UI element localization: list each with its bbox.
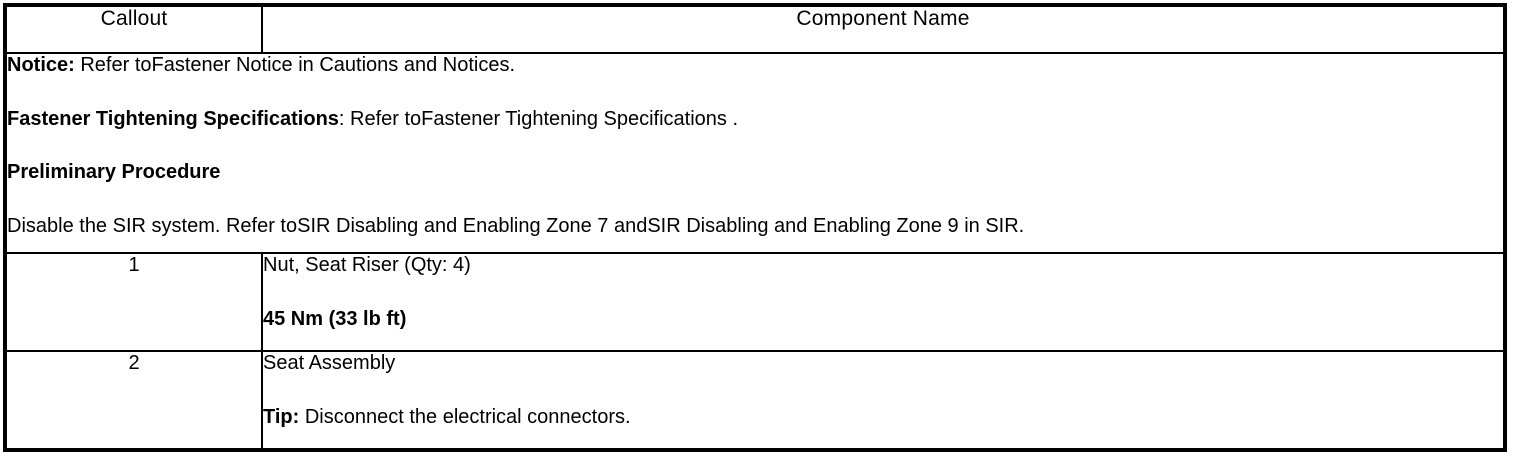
preliminary-procedure-text: Disable the SIR system. Refer toSIR Disa… (7, 214, 1025, 237)
callout-number-2: 2 (4, 350, 263, 451)
column-header-callout: Callout (4, 4, 263, 54)
tip-text: Disconnect the electrical connectors. (299, 405, 631, 428)
tip-label: Tip: (263, 405, 300, 428)
notice-block-cell: Notice: Refer toFastener Notice in Cauti… (4, 52, 1506, 254)
table-row: 2 Seat Assembly Tip: Disconnect the elec… (4, 350, 1506, 451)
torque-spec-1: 45 Nm (33 lb ft) (263, 307, 407, 330)
component-name-2: Seat Assembly (263, 352, 396, 374)
notice-line: Notice: Refer toFastener Notice in Cauti… (7, 54, 1503, 78)
preliminary-procedure-heading: Preliminary Procedure (7, 161, 221, 184)
notice-label: Notice: (7, 54, 75, 76)
component-name-1: Nut, Seat Riser (Qty: 4) (263, 254, 471, 276)
notice-block-row: Notice: Refer toFastener Notice in Cauti… (4, 52, 1506, 254)
tip-line-2: Tip: Disconnect the electrical connector… (263, 406, 1503, 430)
fastener-spec-text: : Refer toFastener Tightening Specificat… (338, 107, 739, 130)
notice-text: Refer toFastener Notice in Cautions and … (74, 54, 516, 76)
component-cell-1: Nut, Seat Riser (Qty: 4) 45 Nm (33 lb ft… (261, 252, 1506, 352)
table-row: 1 Nut, Seat Riser (Qty: 4) 45 Nm (33 lb … (4, 252, 1506, 352)
table-header-row: Callout Component Name (4, 4, 1506, 54)
specification-table-container: Callout Component Name Notice: Refer toF… (3, 3, 1507, 452)
component-cell-2: Seat Assembly Tip: Disconnect the electr… (261, 350, 1506, 451)
specification-table: Callout Component Name Notice: Refer toF… (3, 3, 1507, 452)
fastener-spec-line: Fastener Tightening Specifications: Refe… (7, 108, 1503, 132)
callout-number-1: 1 (4, 252, 263, 352)
column-header-component-name: Component Name (261, 4, 1506, 54)
fastener-spec-label: Fastener Tightening Specifications (7, 107, 339, 130)
